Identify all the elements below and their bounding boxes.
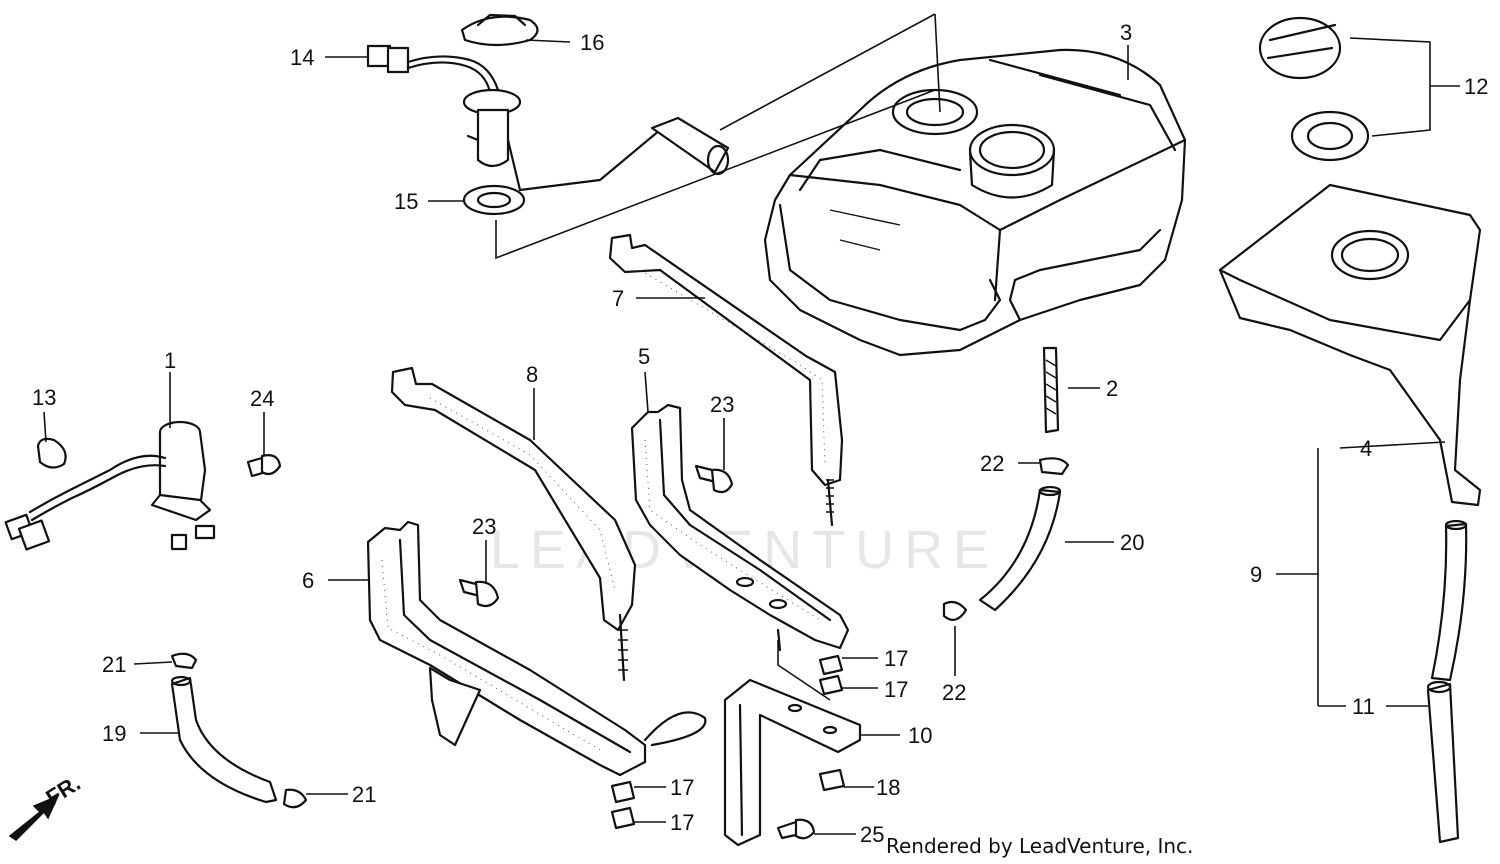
callout-17b: 17 — [884, 677, 908, 702]
callout-4: 4 — [1360, 436, 1372, 461]
fuel-unit — [366, 13, 941, 260]
bracket-10 — [723, 640, 862, 847]
front-direction-arrow: FR. — [8, 770, 85, 841]
hose-19 — [170, 652, 308, 809]
footer-credit: Rendered by LeadVenture, Inc. — [886, 834, 1193, 858]
callout-21a: 21 — [102, 652, 126, 677]
callout-19: 19 — [102, 721, 126, 746]
fuel-tank — [763, 48, 1187, 357]
callout-14: 14 — [290, 45, 314, 70]
callout-12: 12 — [1464, 74, 1488, 99]
callout-22b: 22 — [942, 680, 966, 705]
fuel-filter-and-hose-20 — [942, 346, 1070, 621]
callout-3: 3 — [1120, 20, 1132, 45]
callout-18: 18 — [876, 775, 900, 800]
callout-20: 20 — [1120, 530, 1144, 555]
band-7 — [608, 233, 844, 527]
callout-23a: 23 — [710, 392, 734, 417]
callout-15: 15 — [394, 189, 418, 214]
callout-24: 24 — [250, 386, 274, 411]
callout-16: 16 — [580, 30, 604, 55]
frame-6 — [366, 520, 707, 777]
callout-8: 8 — [526, 362, 538, 387]
frame-5 — [630, 403, 850, 652]
callout-labels: 1 2 3 4 5 6 7 8 9 10 11 12 13 14 15 16 1… — [32, 20, 1488, 847]
callout-9: 9 — [1250, 562, 1262, 587]
callout-23b: 23 — [472, 514, 496, 539]
filler-assembly — [1218, 16, 1482, 844]
callout-6: 6 — [302, 568, 314, 593]
callout-5: 5 — [638, 344, 650, 369]
callout-1: 1 — [164, 348, 176, 373]
electric-fuel-pump — [4, 420, 282, 551]
callout-17a: 17 — [884, 646, 908, 671]
callout-11: 11 — [1352, 694, 1375, 719]
callout-25: 25 — [860, 822, 884, 847]
callout-22a: 22 — [980, 451, 1004, 476]
callout-7: 7 — [612, 286, 624, 311]
band-8 — [390, 366, 637, 682]
callout-21b: 21 — [352, 782, 376, 807]
callout-13: 13 — [32, 385, 56, 410]
callout-17c: 17 — [670, 775, 694, 800]
callout-2: 2 — [1106, 376, 1118, 401]
callout-17d: 17 — [670, 810, 694, 835]
callout-10: 10 — [908, 723, 932, 748]
fasteners — [458, 464, 846, 840]
leader-lines — [43, 37, 1460, 835]
